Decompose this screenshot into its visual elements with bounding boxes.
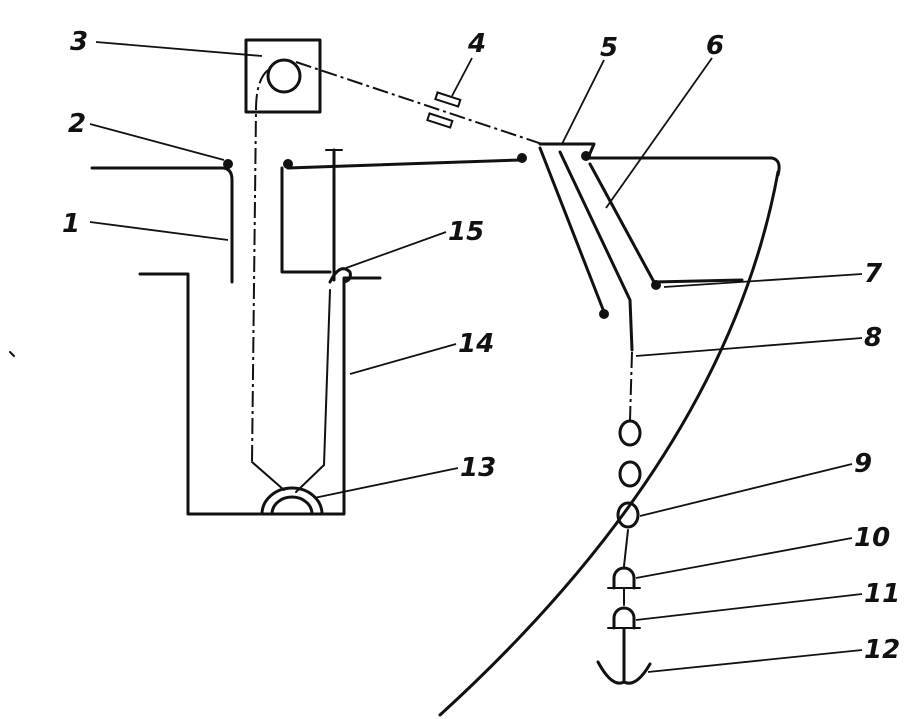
chain-8 — [629, 351, 633, 421]
deck-edge-2 — [223, 159, 233, 169]
label-3: 3 — [70, 27, 88, 57]
roller-13-inner — [270, 495, 314, 516]
leader-6 — [605, 57, 713, 209]
hawse-pipe-inner — [558, 150, 634, 352]
stray-mark — [9, 351, 15, 357]
label-11: 11 — [864, 579, 900, 609]
label-7: 7 — [864, 259, 883, 289]
label-9: 9 — [854, 449, 872, 479]
leader-2 — [89, 123, 225, 161]
label-5: 5 — [600, 33, 618, 63]
label-1: 1 — [62, 209, 80, 239]
leader-12 — [647, 649, 863, 673]
stopper-4-upper — [434, 91, 462, 108]
label-2: 2 — [68, 109, 86, 139]
leader-11 — [635, 593, 863, 621]
deck-edge-left-tube — [283, 159, 293, 169]
deck-line-right — [588, 156, 781, 177]
leader-8 — [635, 337, 863, 357]
label-12: 12 — [864, 635, 900, 665]
deck-line-mid — [286, 158, 522, 170]
leader-4 — [451, 57, 473, 97]
tube-1-right-wall — [280, 166, 332, 274]
label-10: 10 — [854, 523, 890, 553]
chain-box-14 — [138, 272, 382, 516]
chain-run-to-hawse — [295, 61, 546, 146]
leader-1 — [89, 221, 229, 241]
hawse-bottom-edge-7 — [651, 280, 661, 290]
chain-link-1 — [618, 419, 642, 447]
shackle-11 — [612, 606, 636, 630]
label-4: 4 — [467, 29, 486, 59]
pin-15-hook — [328, 267, 352, 284]
shackle-10 — [612, 566, 636, 590]
leader-9 — [639, 463, 853, 517]
anchor-12-flukes — [596, 660, 652, 685]
sheave-box-3 — [244, 38, 322, 114]
leader-10 — [635, 537, 853, 579]
stopper-4-lower — [426, 112, 454, 129]
chain-link-2 — [618, 460, 642, 488]
roller-13-outer — [260, 486, 324, 516]
chain-bottom-left — [251, 461, 285, 491]
label-13: 13 — [460, 453, 496, 483]
label-15: 15 — [448, 217, 484, 247]
hawse-pipe-outer — [538, 146, 606, 314]
label-8: 8 — [864, 323, 882, 353]
chain-up-right — [323, 289, 331, 466]
sheave-wheel-3 — [266, 58, 302, 94]
leader-7 — [663, 273, 863, 288]
leader-14 — [349, 343, 457, 375]
label-6: 6 — [706, 31, 724, 61]
leader-15 — [345, 231, 447, 269]
leader-5 — [561, 59, 605, 145]
chain-run-down — [251, 69, 269, 463]
hawse-pipe-lip — [599, 309, 609, 319]
hawse-flange-edge — [581, 151, 591, 161]
label-14: 14 — [458, 329, 494, 359]
leader-3 — [95, 41, 263, 57]
deck-line-left — [90, 166, 234, 282]
chain-connector — [623, 529, 629, 567]
chain-link-9 — [616, 501, 640, 529]
hawse-top-edge — [517, 153, 527, 163]
leader-13 — [313, 467, 459, 499]
hull-curve — [438, 170, 780, 717]
